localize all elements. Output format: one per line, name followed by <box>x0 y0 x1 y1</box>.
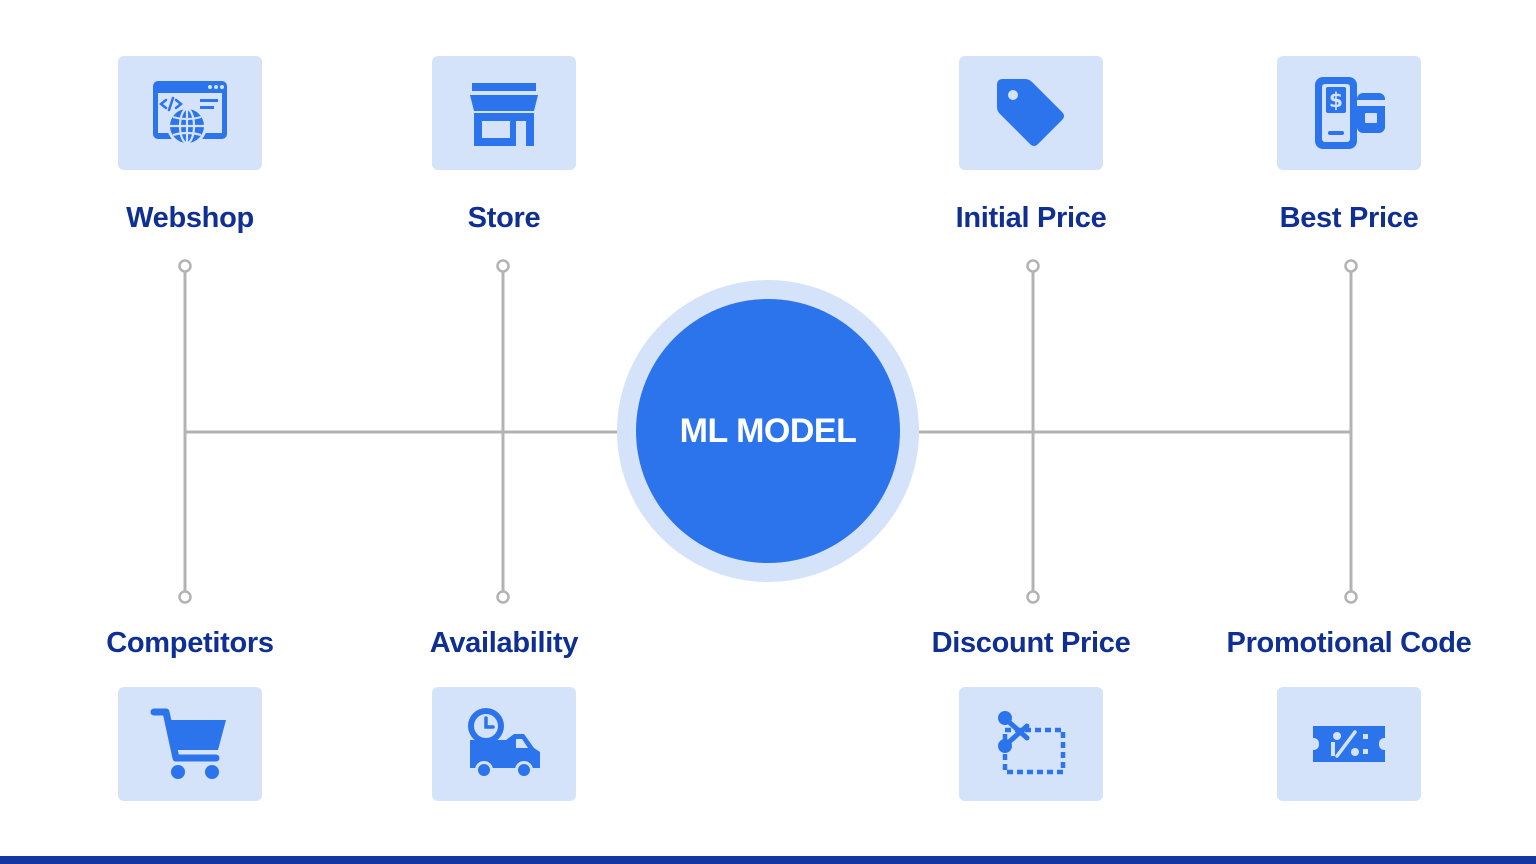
promotional-code-label: Promotional Code <box>1226 627 1472 659</box>
mobile-payment-icon: $ <box>1315 77 1385 149</box>
connector-node <box>178 590 192 604</box>
best-price-label: Best Price <box>1279 202 1419 234</box>
shopping-cart-icon <box>150 708 226 779</box>
connector-node <box>1026 590 1040 604</box>
initial-price-label: Initial Price <box>955 202 1107 234</box>
initial-price-tile <box>959 56 1103 170</box>
price-tag-icon <box>997 79 1064 146</box>
webshop-tile <box>118 56 262 170</box>
footer-bar <box>0 856 1536 864</box>
promo-ticket-icon <box>1313 726 1385 762</box>
competitors-tile <box>118 687 262 801</box>
delivery-truck-clock-icon <box>468 708 540 779</box>
storefront-icon <box>470 83 538 146</box>
webshop-code-globe-icon <box>153 81 227 146</box>
connector-node <box>178 259 192 273</box>
discount-price-tile <box>959 687 1103 801</box>
connector-node <box>496 259 510 273</box>
webshop-label: Webshop <box>126 202 254 234</box>
store-label: Store <box>467 202 541 234</box>
connector-node <box>1344 259 1358 273</box>
competitors-label: Competitors <box>106 627 274 659</box>
ml-model-hub: ML MODEL <box>636 299 900 563</box>
svg-text:$: $ <box>1329 88 1343 112</box>
connector-node <box>1026 259 1040 273</box>
ml-model-label: ML MODEL <box>679 411 857 450</box>
connector-node <box>496 590 510 604</box>
connector-node <box>1344 590 1358 604</box>
store-tile <box>432 56 576 170</box>
promotional-code-tile <box>1277 687 1421 801</box>
availability-label: Availability <box>429 627 579 659</box>
best-price-tile: $ <box>1277 56 1421 170</box>
discount-price-label: Discount Price <box>931 627 1131 659</box>
coupon-scissors-icon <box>998 711 1066 775</box>
availability-tile <box>432 687 576 801</box>
